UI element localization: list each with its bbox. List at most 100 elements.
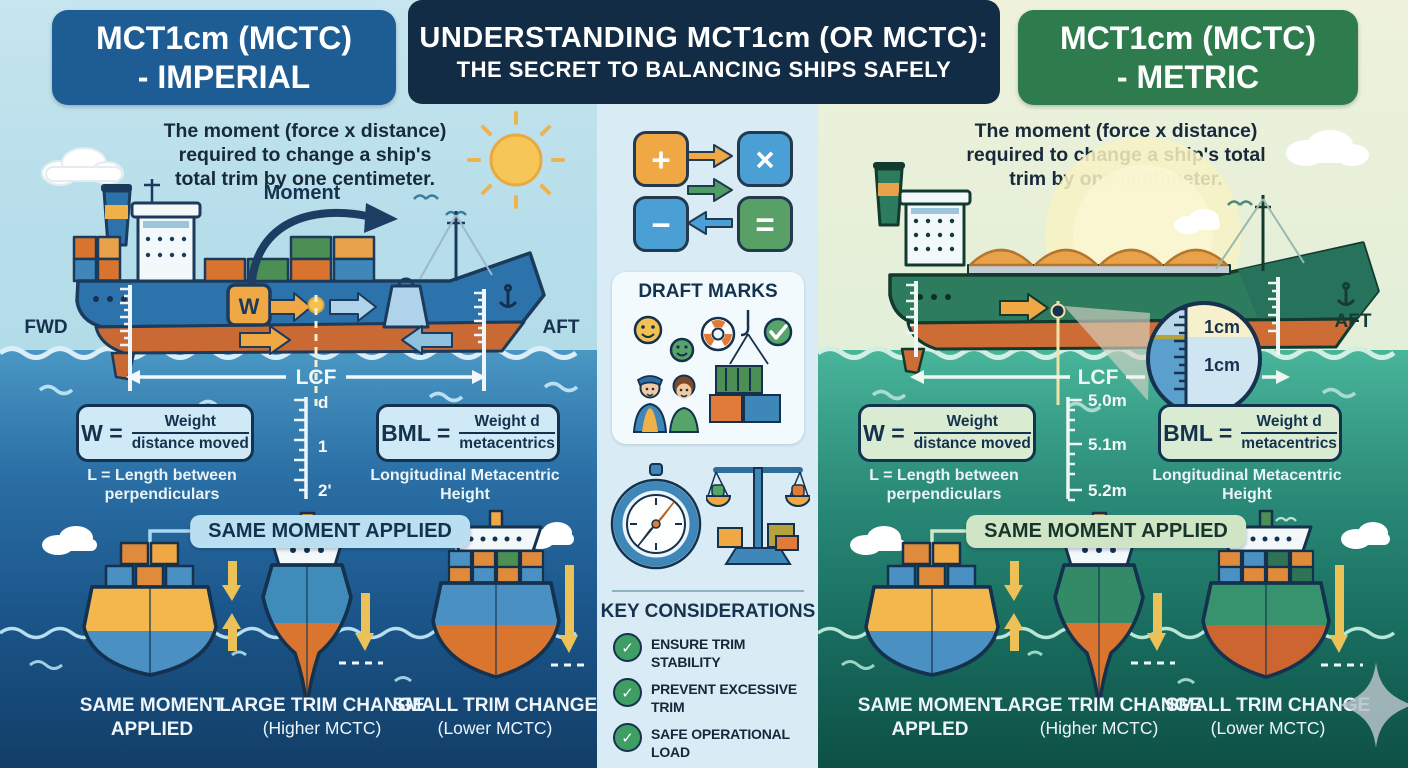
moment-label: Moment	[264, 182, 341, 204]
trim-arrows	[222, 561, 241, 651]
shift-arrow	[999, 293, 1049, 323]
ship-label-same-moment: SAME MOMENT APPLED	[857, 695, 1003, 740]
key-considerations-title: KEY CONSIDERATIONS	[600, 601, 816, 622]
formula-w-caption: L = Length between perpendiculars	[87, 467, 237, 503]
check-circle-icon	[763, 317, 793, 347]
formula-w-caption: L = Length between perpendiculars	[869, 467, 1019, 503]
magnifier-top-label: 1cm	[1204, 317, 1240, 337]
compass-icon	[610, 463, 702, 570]
arrow-right-green-icon	[687, 178, 733, 202]
multiply-icon: ×	[737, 131, 793, 187]
metric-header: MCT1cm (MCTC) - METRIC	[1018, 10, 1358, 105]
cloud-icon	[850, 522, 1390, 555]
bird-icon	[1275, 516, 1297, 522]
formula-bml-box: BML = Weight d metacentrics	[376, 404, 560, 462]
formula-bml-lhs: BML =	[1163, 419, 1233, 446]
draft-ruler-bow	[1268, 277, 1280, 355]
trim-arrow-large	[355, 593, 374, 651]
lcf-point	[1050, 303, 1066, 319]
lifebuoy-icon	[700, 316, 736, 352]
smiley-icon	[633, 315, 663, 345]
shift-arrows	[239, 277, 453, 355]
lcf-label: LCF	[296, 366, 337, 389]
formula-w-box: W = Weight distance moved	[858, 404, 1036, 462]
trim-arrows	[1004, 561, 1023, 651]
svg-text:5.0m: 5.0m	[1088, 392, 1127, 410]
metric-comparison-ships	[818, 509, 1396, 705]
formula-bml-fraction: Weight d metacentrics	[459, 413, 555, 452]
draft-ruler-stern	[906, 281, 918, 357]
same-moment-badge: SAME MOMENT APPLIED	[190, 515, 470, 548]
imperial-ship-scene: W Moment LCF	[0, 111, 580, 411]
center-panel: + × − = DRAFT MARKS	[597, 0, 818, 768]
plus-icon: +	[633, 131, 689, 187]
formula-bml-fraction: Weight d metacentrics	[1241, 413, 1337, 452]
draft-ruler-aft	[474, 289, 486, 391]
cloud-icon	[41, 147, 124, 186]
mid-draft-scale-metric: 5.0m 5.1m 5.2m	[1066, 392, 1127, 502]
draft-marks-illustration	[632, 310, 793, 433]
formula-w-fraction: Weight distance moved	[131, 413, 249, 452]
ship-small-trim	[431, 509, 561, 679]
section-divider	[612, 590, 804, 592]
svg-text:d: d	[318, 393, 328, 412]
check-icon: ✓	[613, 633, 642, 662]
anchor-icon	[498, 284, 518, 308]
containers-icon	[709, 365, 781, 423]
metric-ship-scene: 1cm 1cm LCF AFT	[818, 130, 1396, 417]
bird-icon	[413, 194, 467, 216]
ship-label-large-trim: LARGE TRIM CHANGE (Higher MCTC)	[996, 695, 1202, 738]
ship-label-large-trim: LARGE TRIM CHANGE (Higher MCTC)	[219, 695, 425, 738]
arrow-right-orange-icon	[687, 144, 733, 168]
sparkle-icon	[1340, 662, 1408, 748]
sun-icon	[467, 111, 565, 209]
captain-icon	[632, 375, 668, 433]
crane-hook-icon	[729, 310, 769, 365]
crew-member-icon	[668, 374, 700, 433]
ship-label-small-trim: SMALL TRIM CHANGE (Lower MCTC)	[392, 695, 597, 738]
imperial-definition: The moment (force x distance) required t…	[163, 120, 447, 190]
cloud-icon	[1174, 130, 1369, 234]
equals-icon: =	[737, 196, 793, 252]
moment-arrow	[248, 203, 398, 285]
main-title-header: UNDERSTANDING MCT1cm (OR MCTC): THE SECR…	[408, 0, 1000, 104]
trim-arrow-small	[559, 565, 578, 653]
weight-box: W	[226, 283, 272, 327]
draft-marks-card: DRAFT MARKS	[612, 272, 804, 444]
formula-w-lhs: W =	[863, 419, 905, 446]
formula-bml-caption: Longitudinal Metacentric Height	[1152, 467, 1342, 503]
list-item: ✓ ENSURE TRIM STABILITY	[613, 633, 815, 671]
formula-w-box: W = Weight distance moved	[76, 404, 254, 462]
svg-text:5.1m: 5.1m	[1088, 435, 1127, 454]
imperial-header: MCT1cm (MCTC) - IMPERIAL	[52, 10, 396, 105]
svg-text:5.2m: 5.2m	[1088, 481, 1127, 500]
formula-bml-caption: Longitudinal Metacentric Height	[370, 467, 560, 503]
weight-label: W	[239, 294, 260, 319]
magnifier-detail: 1cm 1cm	[1146, 301, 1262, 417]
lcf-label: LCF	[1078, 366, 1119, 389]
smiley-green-icon	[669, 337, 695, 363]
wave-squiggles	[871, 387, 1357, 413]
fwd-label: FWD	[24, 317, 67, 338]
draft-ruler-fwd	[120, 285, 132, 391]
ship-same-moment	[82, 541, 218, 677]
key-considerations-list: ✓ ENSURE TRIM STABILITY ✓ PREVENT EXCESS…	[613, 633, 815, 768]
magnifier-bottom-label: 1cm	[1204, 355, 1240, 375]
cargo-ship-illustration	[72, 179, 546, 381]
ship-small-trim	[1201, 509, 1331, 679]
imperial-comparison-ships	[0, 509, 590, 705]
ship-label-small-trim: SMALL TRIM CHANGE (Lower MCTC)	[1165, 695, 1371, 738]
metric-panel: 1cm 1cm LCF AFT The moment (force x dist…	[818, 0, 1408, 768]
svg-text:1: 1	[318, 437, 327, 456]
same-moment-badge: SAME MOMENT APPLIED	[966, 515, 1246, 548]
mid-draft-scale-imperial: d 1 2'	[294, 393, 332, 500]
list-item: ✓ PREVENT EXCESSIVE TRIM	[613, 678, 815, 716]
minus-icon: −	[633, 196, 689, 252]
aft-label: AFT	[1335, 311, 1372, 332]
bird-icon	[1227, 200, 1253, 206]
balance-scale-icon	[706, 467, 810, 565]
formula-w-fraction: Weight distance moved	[913, 413, 1031, 452]
check-icon: ✓	[613, 723, 642, 752]
wave-squiggles	[29, 650, 412, 683]
trim-arrow-large	[1147, 593, 1166, 651]
